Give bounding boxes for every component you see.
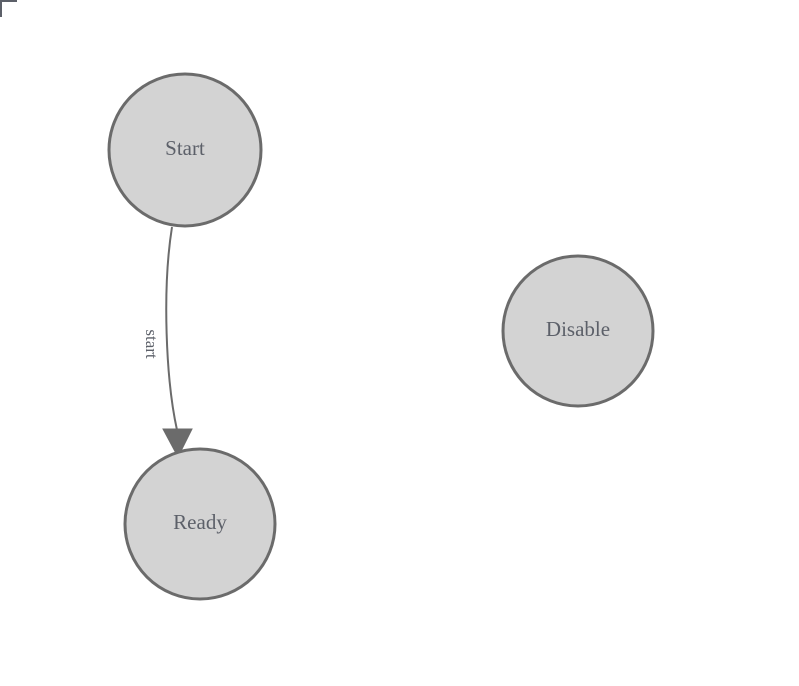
node-ready[interactable]: Ready [123, 447, 277, 601]
node-disable[interactable]: Disable [501, 254, 655, 408]
corner-mark [0, 0, 17, 17]
node-disable-label: Disable [546, 317, 610, 341]
edge-path [165, 226, 178, 431]
node-start-circle [107, 72, 263, 228]
node-disable-circle [501, 254, 655, 408]
arrowhead-icon [162, 428, 193, 459]
node-start-label: Start [165, 136, 205, 160]
node-ready-label: Ready [173, 510, 227, 534]
node-ready-circle [123, 447, 277, 601]
node-start[interactable]: Start [107, 72, 263, 228]
edge-start-to-ready[interactable]: start [142, 226, 193, 459]
edge-label-start: start [142, 329, 161, 359]
